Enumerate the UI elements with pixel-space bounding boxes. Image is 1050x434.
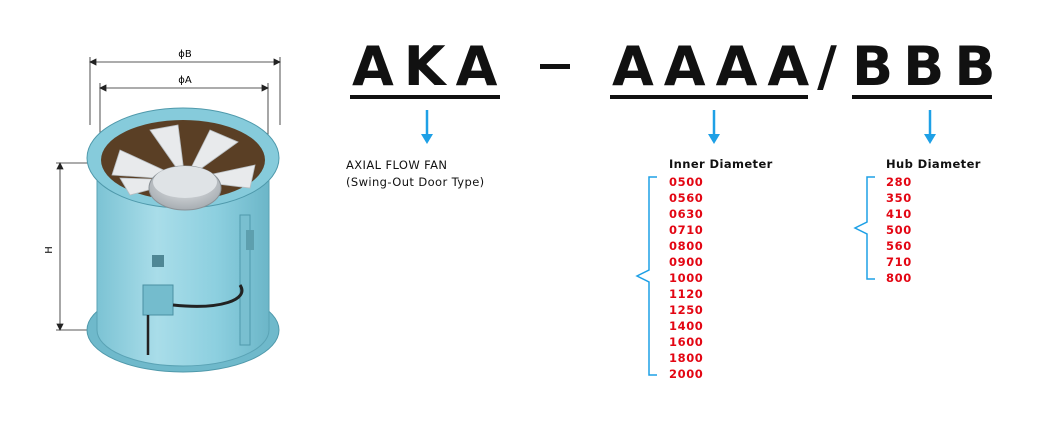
arrow-down-icon	[924, 110, 936, 144]
code-inner-diameter: AAAA	[612, 35, 820, 98]
axial-fan-drawing: ϕB ϕA H	[44, 49, 281, 373]
inner-diameter-value: 1800	[669, 351, 704, 365]
inner-diameter-value: 1120	[669, 287, 704, 301]
fan-casing	[96, 159, 270, 367]
inner-diameter-value: 0710	[669, 223, 704, 237]
inner-diameter-value: 0560	[669, 191, 704, 205]
dim-height-label: H	[44, 246, 55, 254]
product-description: AXIAL FLOW FAN (Swing-Out Door Type)	[346, 157, 485, 191]
inner-diameter-value: 0900	[669, 255, 704, 269]
inner-diameter-value: 0630	[669, 207, 704, 221]
inner-diameter-value: 0800	[669, 239, 704, 253]
inner-diameter-brace	[635, 176, 657, 376]
dim-outer-label: ϕB	[178, 49, 192, 60]
inner-diameter-value: 1000	[669, 271, 704, 285]
inner-diameter-value: 2000	[669, 367, 704, 381]
product-type: AXIAL FLOW FAN	[346, 158, 448, 172]
dimension-lines	[56, 57, 281, 331]
inner-diameter-value: 1250	[669, 303, 704, 317]
inner-diameter-values: 0500 0560 0630 0710 0800 0900 1000 1120 1250 1400…	[669, 174, 703, 382]
inner-diameter-value: 1400	[669, 319, 704, 333]
hub-diameter-value: 410	[886, 207, 912, 221]
hub-diameter-value: 280	[886, 175, 912, 189]
hub-diameter-value: 560	[886, 239, 912, 253]
hub-diameter-brace	[853, 176, 875, 280]
dim-inner-label: ϕA	[178, 75, 192, 86]
arrow-down-icon	[421, 110, 433, 144]
code-dash	[540, 64, 570, 69]
inner-diameter-value: 1600	[669, 335, 704, 349]
product-variant: (Swing-Out Door Type)	[346, 175, 485, 189]
inner-diameter-title: Inner Diameter	[669, 157, 773, 171]
hub-diameter-value: 710	[886, 255, 912, 269]
hub-diameter-value: 800	[886, 271, 912, 285]
hub-diameter-title: Hub Diameter	[886, 157, 981, 171]
code-slash: /	[817, 35, 837, 98]
hub-diameter-values: 280 350 410 500 560 710 800	[886, 174, 912, 286]
hub-diameter-value: 350	[886, 191, 912, 205]
junction-box	[142, 284, 174, 316]
code-hub-diameter: BBB	[852, 35, 1006, 98]
code-series: AKA	[352, 35, 508, 98]
code-series-underline	[350, 95, 500, 99]
inner-diameter-value: 0500	[669, 175, 704, 189]
hub-diameter-value: 500	[886, 223, 912, 237]
code-inner-diameter-underline	[610, 95, 808, 99]
code-hub-diameter-underline	[852, 95, 992, 99]
arrow-down-icon	[708, 110, 720, 144]
